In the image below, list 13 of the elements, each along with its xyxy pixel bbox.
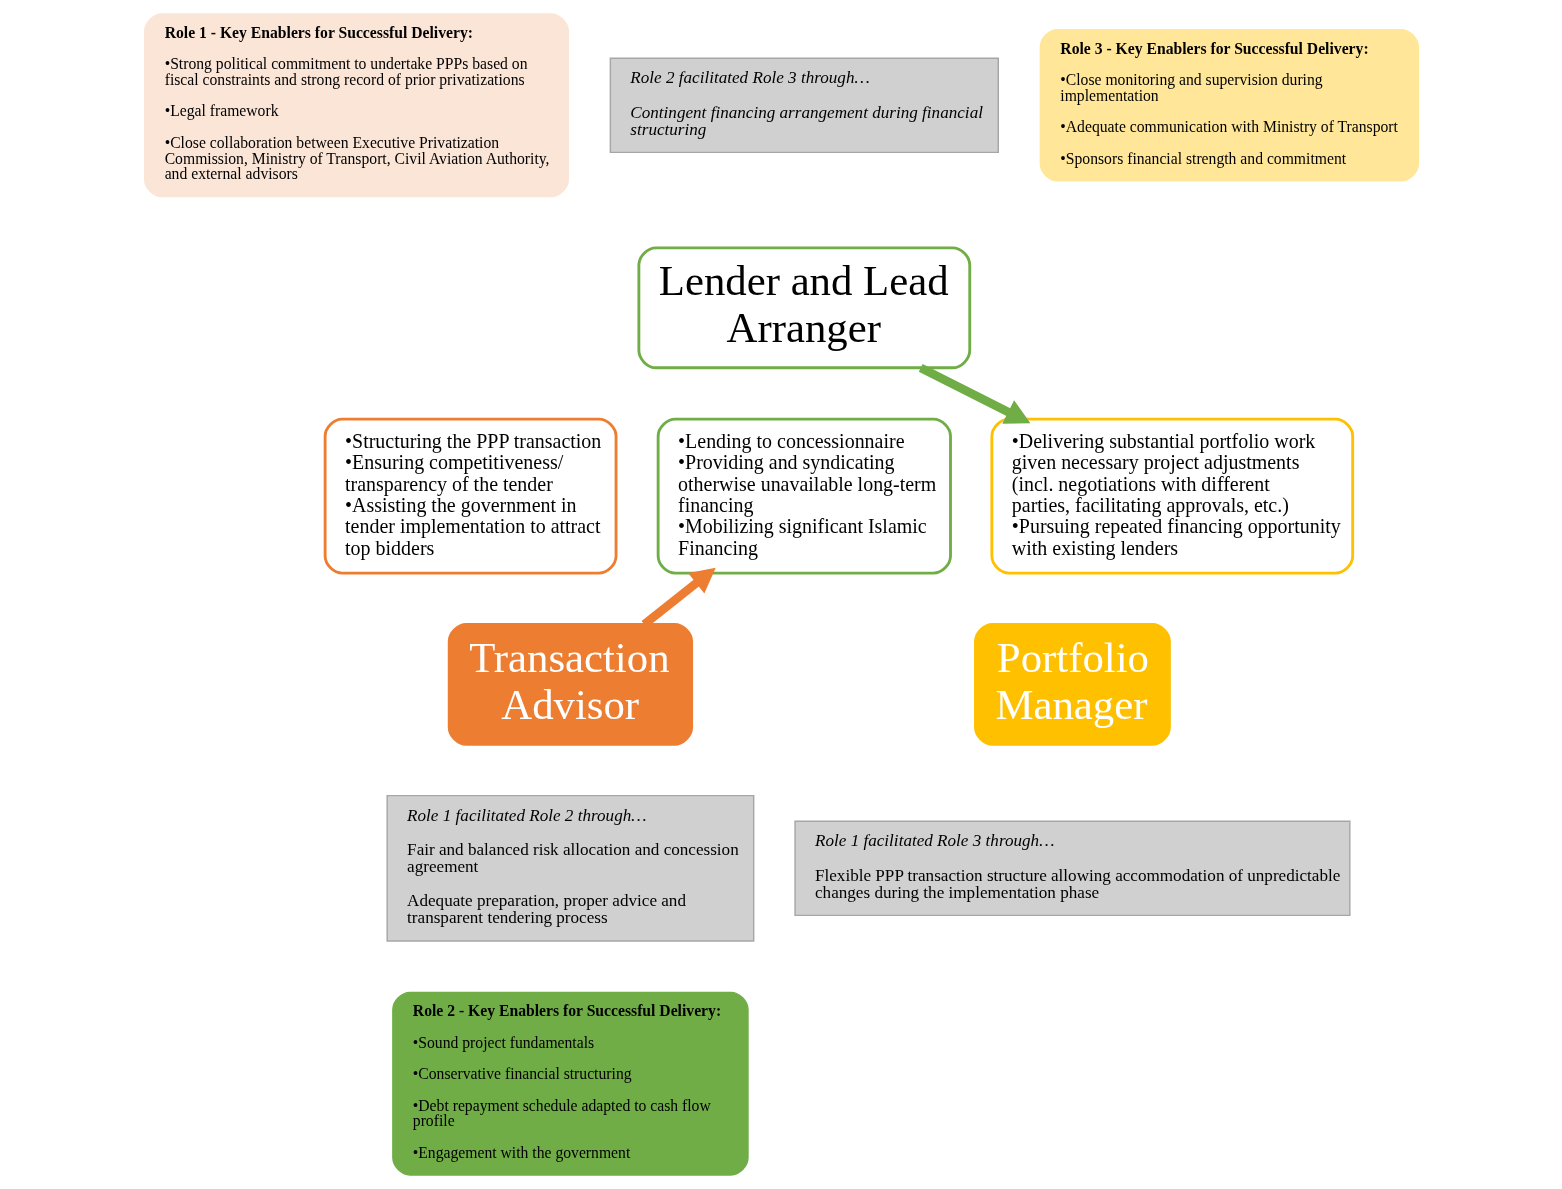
node-box: Lender and Lead Arranger	[636, 246, 971, 370]
node-box: Role 3 - Key Enablers for Successful Delivery: •Close monitoring and supervision during implementation •Adequate communication with Ministry of Transport •Sponsors financial strength and commitment	[1039, 29, 1419, 182]
node-box: Role 1 - Key Enablers for Successful Delivery: •Strong political commitment to undertake PPPs based on fiscal constraints and strong record of prior privatizations •Legal framework •Close collaboration between Executive Privatization Commission, Ministry of Transport, Civil Aviation Authority, and external advisors	[143, 13, 569, 198]
node-box: Portfolio Manager	[973, 623, 1171, 746]
node-box: Transaction Advisor	[447, 623, 693, 746]
arrow	[918, 364, 1030, 424]
node-box: •Structuring the PPP transaction •Ensuring competitiveness/ transparency of the tender •Assisting the government in tender implementation to attract top bidders	[323, 417, 617, 575]
node-box: •Delivering substantial portfolio work given necessary project adjustments (incl. negotiations with different parties, facilitating approvals, etc.) •Pursuing repeated financing opportunity with existing lenders	[989, 417, 1354, 575]
node-box: Role 2 - Key Enablers for Successful Delivery: •Sound project fundamentals •Conservative financial structuring •Debt repayment schedule adapted to cash flow profile •Engagement with the government	[391, 991, 749, 1176]
node-box: Role 1 facilitated Role 3 through… Flexible PPP transaction structure allowing accommodation of unpredictable changes during the implementation phase	[793, 820, 1351, 917]
node-box: Role 2 facilitated Role 3 through… Contingent financing arrangement during financial structuring	[609, 57, 999, 154]
node-box: •Lending to concessionnaire •Providing and syndicating otherwise unavailable long-term financing •Mobilizing significant Islamic Financing	[656, 417, 952, 575]
node-box: Role 1 facilitated Role 2 through… Fair and balanced risk allocation and concession agreement Adequate preparation, proper advice and transparent tendering process	[385, 794, 754, 942]
